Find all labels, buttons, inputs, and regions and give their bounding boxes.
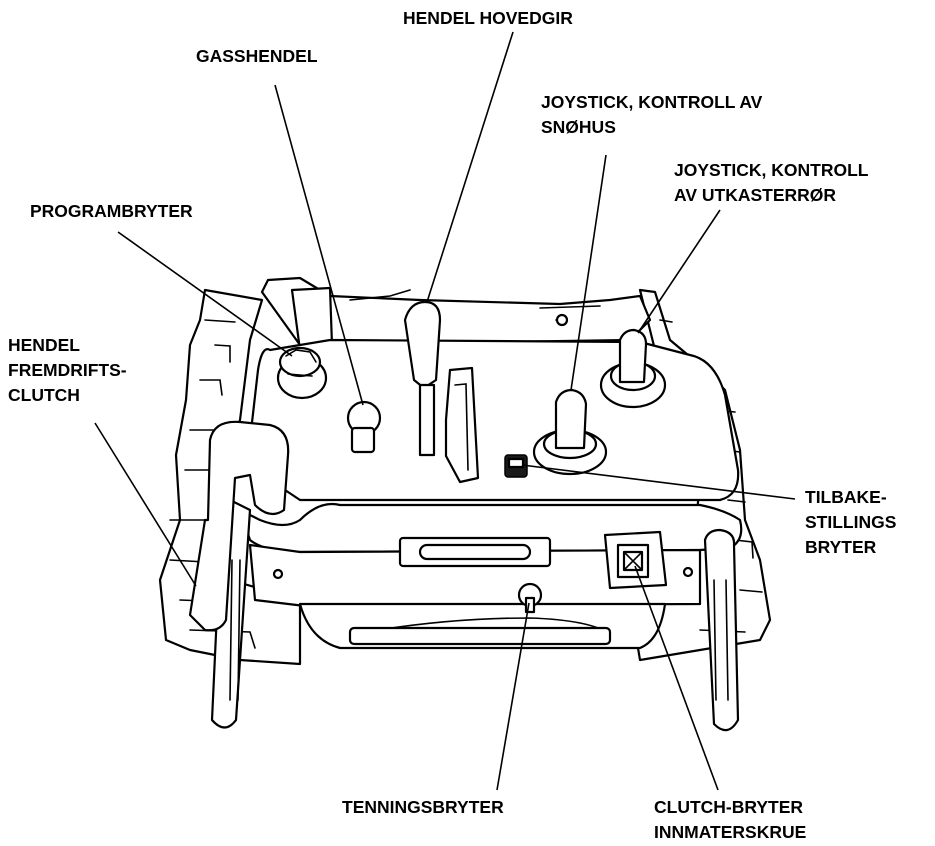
main-gear-lever [403, 300, 480, 484]
reset-switch [504, 454, 528, 478]
label-line: AV UTKASTERRØR [674, 185, 837, 205]
machine-body [260, 276, 652, 352]
label-line: BRYTER [805, 537, 877, 557]
chute-joystick [599, 328, 667, 409]
label-joystick-snohus: JOYSTICK, KONTROLL AV SNØHUS [541, 90, 762, 140]
label-line: JOYSTICK, KONTROLL [674, 160, 869, 180]
label-line: GASSHENDEL [196, 46, 318, 66]
label-line: SNØHUS [541, 117, 616, 137]
label-line: JOYSTICK, KONTROLL AV [541, 92, 763, 112]
leader-joystick-snohus [570, 154, 607, 391]
snow-housing-joystick [532, 388, 608, 476]
leader-hendel-hovedgir [426, 31, 514, 303]
leader-programbryter [117, 231, 293, 357]
label-hendel-fremdriftsclutch: HENDEL FREMDRIFTS- CLUTCH [8, 333, 127, 408]
ignition-switch [517, 582, 543, 614]
label-hendel-hovedgir: HENDEL HOVEDGIR [403, 6, 573, 31]
label-line: PROGRAMBRYTER [30, 201, 193, 221]
label-line: CLUTCH [8, 385, 80, 405]
label-tenningsbryter: TENNINGSBRYTER [342, 795, 504, 820]
leader-hendel-fremdriftsclutch [94, 422, 197, 587]
label-line: HENDEL HOVEDGIR [403, 8, 573, 28]
leader-lines [94, 31, 796, 791]
leader-joystick-utkasterror [637, 209, 721, 334]
right-handle [703, 528, 740, 732]
label-line: FREMDRIFTS- [8, 360, 127, 380]
label-line: HENDEL [8, 335, 80, 355]
auger-clutch-switch [603, 530, 668, 590]
label-joystick-utkasterror: JOYSTICK, KONTROLL AV UTKASTERRØR [674, 158, 868, 208]
label-clutch-bryter: CLUTCH-BRYTER INNMATERSKRUE [654, 795, 806, 845]
label-gasshendel: GASSHENDEL [196, 44, 318, 69]
label-line: TENNINGSBRYTER [342, 797, 504, 817]
label-tilbakestillingsbryter: TILBAKE- STILLINGS BRYTER [805, 485, 896, 560]
label-programbryter: PROGRAMBRYTER [30, 199, 193, 224]
label-line: CLUTCH-BRYTER [654, 797, 804, 817]
label-line: TILBAKE- [805, 487, 887, 507]
label-line: STILLINGS [805, 512, 897, 532]
leader-clutch-bryter [634, 565, 719, 791]
leader-tenningsbryter [496, 602, 530, 791]
program-switch-knob [276, 346, 328, 400]
leader-tilbakestillingsbryter [521, 464, 796, 500]
left-handle [188, 420, 290, 729]
label-line: INNMATERSKRUE [654, 822, 807, 842]
throttle-lever-knob [346, 400, 382, 454]
leader-gasshendel [274, 84, 364, 406]
